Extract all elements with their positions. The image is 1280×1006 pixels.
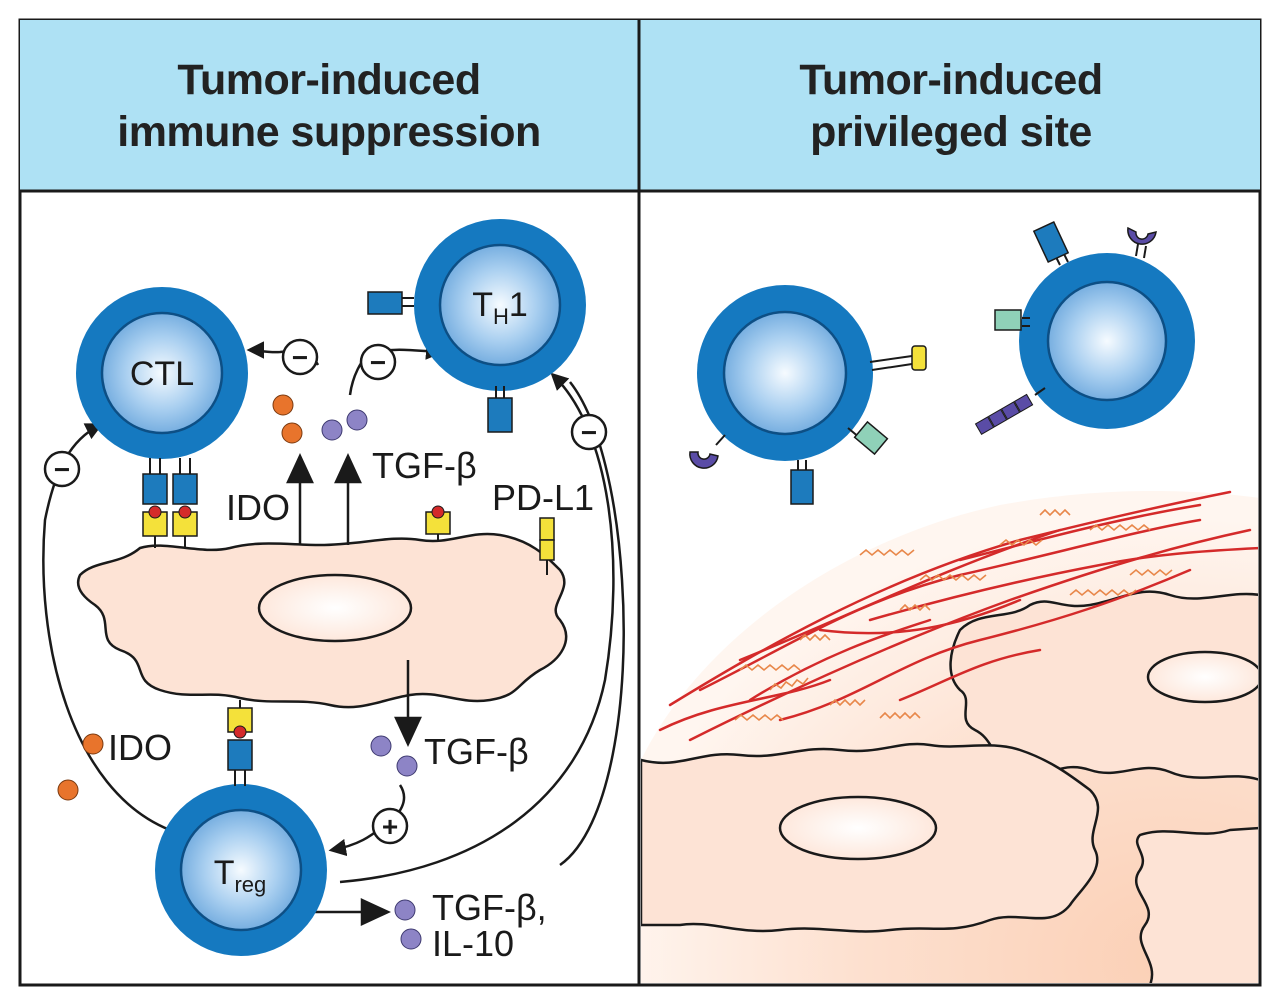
right-panel xyxy=(641,220,1258,983)
label-ido-left: IDO xyxy=(108,727,172,768)
collagen-fibers xyxy=(658,490,1258,742)
th1-label: TH1 xyxy=(472,286,528,329)
th1-cell: TH1 xyxy=(367,219,586,433)
tumor-cell-right-top xyxy=(949,590,1258,781)
treg-receptor-pair xyxy=(227,700,253,786)
label-tgf-mid: TGF-β xyxy=(424,731,529,772)
label-ido-mid: IDO xyxy=(226,487,290,528)
label-pdl1: PD-L1 xyxy=(492,477,594,518)
tumor-cell-right-bottom xyxy=(1134,826,1258,983)
tumor-nucleus-center xyxy=(257,573,413,643)
label-tgf-bottom: TGF-β, xyxy=(432,887,547,928)
minus-sign-ctl: − xyxy=(281,338,319,376)
ido-molecules xyxy=(57,394,303,801)
header-band-left xyxy=(20,20,639,191)
ctl-cell: CTL xyxy=(76,287,248,459)
svg-text:−: − xyxy=(370,347,386,378)
minus-sign-right-arc: − xyxy=(570,413,608,451)
label-tgf-top: TGF-β xyxy=(372,445,477,486)
label-il10: IL-10 xyxy=(432,923,514,964)
ctl-label: CTL xyxy=(130,355,194,393)
tgf-molecules xyxy=(321,409,422,950)
panel-title-right: Tumor-induced privileged site xyxy=(642,22,1260,190)
elastin-squiggles xyxy=(734,508,1173,722)
header-band-right xyxy=(639,20,1260,191)
svg-text:+: + xyxy=(382,811,398,842)
tumor-nucleus-right xyxy=(1146,650,1258,704)
pdl1-molecule xyxy=(539,517,555,575)
panel-title-left-line2: immune suppression xyxy=(117,108,541,156)
svg-text:−: − xyxy=(581,417,597,448)
minus-sign-th1: − xyxy=(359,343,397,381)
panel-title-right-line1: Tumor-induced xyxy=(799,56,1103,104)
immune-cell-right-b xyxy=(974,220,1195,436)
plus-sign-treg: + xyxy=(371,807,409,845)
panel-title-left: Tumor-induced immune suppression xyxy=(20,22,638,190)
panel-title-right-line2: privileged site xyxy=(810,108,1092,156)
treg-label: Treg xyxy=(214,854,267,897)
ctl-receptor-pairs xyxy=(142,458,198,548)
minus-sign-left-arc: − xyxy=(43,450,81,488)
panel-title-left-line1: Tumor-induced xyxy=(177,56,481,104)
svg-text:−: − xyxy=(292,342,308,373)
svg-text:−: − xyxy=(54,454,70,485)
surface-ligand-center xyxy=(425,505,451,542)
treg-cell: Treg xyxy=(155,784,327,956)
immune-cell-right-a xyxy=(689,285,927,505)
left-panel: CTL TH1 Treg xyxy=(42,219,625,964)
tumor-nucleus-bottom xyxy=(778,795,938,861)
